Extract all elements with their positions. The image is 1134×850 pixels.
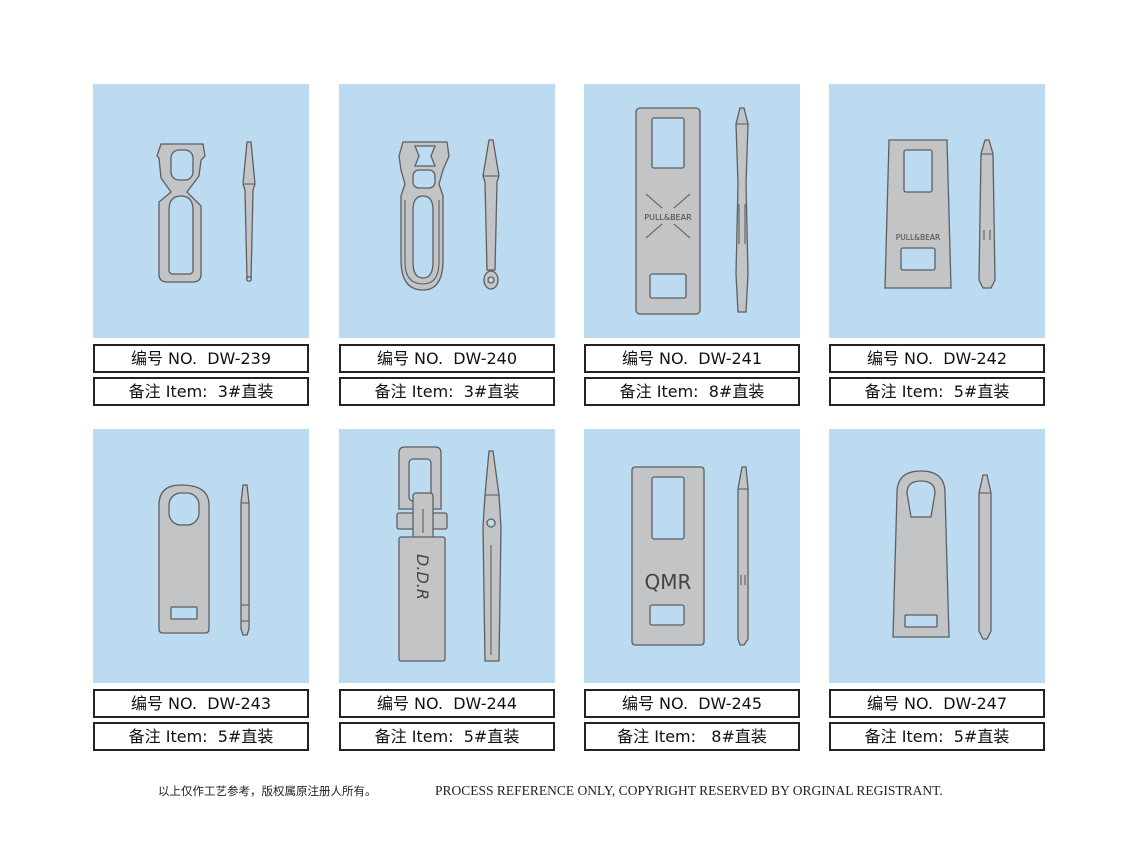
product-image-dw-243 — [93, 429, 309, 683]
zipper-puller-drawing — [892, 470, 992, 640]
footer-english-note: PROCESS REFERENCE ONLY, COPYRIGHT RESERV… — [435, 783, 943, 798]
zipper-puller-drawing: QMR — [631, 466, 749, 646]
product-image-dw-247 — [829, 429, 1045, 683]
brand-engraving: PULL&BEAR — [644, 213, 692, 222]
product-image-dw-241: PULL&BEAR — [584, 84, 800, 338]
product-image-dw-244: D.D.R — [339, 429, 555, 683]
product-image-dw-245: QMR — [584, 429, 800, 683]
brand-engraving: QMR — [645, 570, 692, 594]
product-image-dw-239 — [93, 84, 309, 338]
product-number-label: 编号 NO. DW-247 — [829, 689, 1045, 718]
footer: 以上仅作工艺参考，版权属原注册人所有。 PROCESS REFERENCE ON… — [0, 783, 1134, 803]
zipper-puller-drawing — [158, 484, 250, 636]
product-item-label: 备注 Item: 8#直装 — [584, 722, 800, 751]
product-item-label: 备注 Item: 3#直装 — [339, 377, 555, 406]
product-item-label: 备注 Item: 5#直装 — [829, 722, 1045, 751]
zipper-puller-drawing: PULL&BEAR — [884, 139, 996, 289]
zipper-puller-drawing: D.D.R — [396, 446, 502, 662]
product-item-label: 备注 Item: 8#直装 — [584, 377, 800, 406]
product-image-dw-240 — [339, 84, 555, 338]
product-number-label: 编号 NO. DW-240 — [339, 344, 555, 373]
product-number-label: 编号 NO. DW-244 — [339, 689, 555, 718]
product-item-label: 备注 Item: 5#直装 — [829, 377, 1045, 406]
product-item-label: 备注 Item: 5#直装 — [339, 722, 555, 751]
product-number-label: 编号 NO. DW-243 — [93, 689, 309, 718]
zipper-puller-drawing — [398, 139, 500, 291]
brand-engraving: D.D.R — [413, 554, 432, 600]
product-number-label: 编号 NO. DW-245 — [584, 689, 800, 718]
footer-chinese-note: 以上仅作工艺参考，版权属原注册人所有。 — [158, 784, 377, 798]
product-number-label: 编号 NO. DW-239 — [93, 344, 309, 373]
product-number-label: 编号 NO. DW-241 — [584, 344, 800, 373]
zipper-puller-drawing — [156, 141, 256, 283]
product-number-label: 编号 NO. DW-242 — [829, 344, 1045, 373]
product-item-label: 备注 Item: 3#直装 — [93, 377, 309, 406]
zipper-puller-drawing: PULL&BEAR — [635, 107, 749, 315]
brand-engraving: PULL&BEAR — [896, 233, 940, 242]
product-item-label: 备注 Item: 5#直装 — [93, 722, 309, 751]
product-image-dw-242: PULL&BEAR — [829, 84, 1045, 338]
